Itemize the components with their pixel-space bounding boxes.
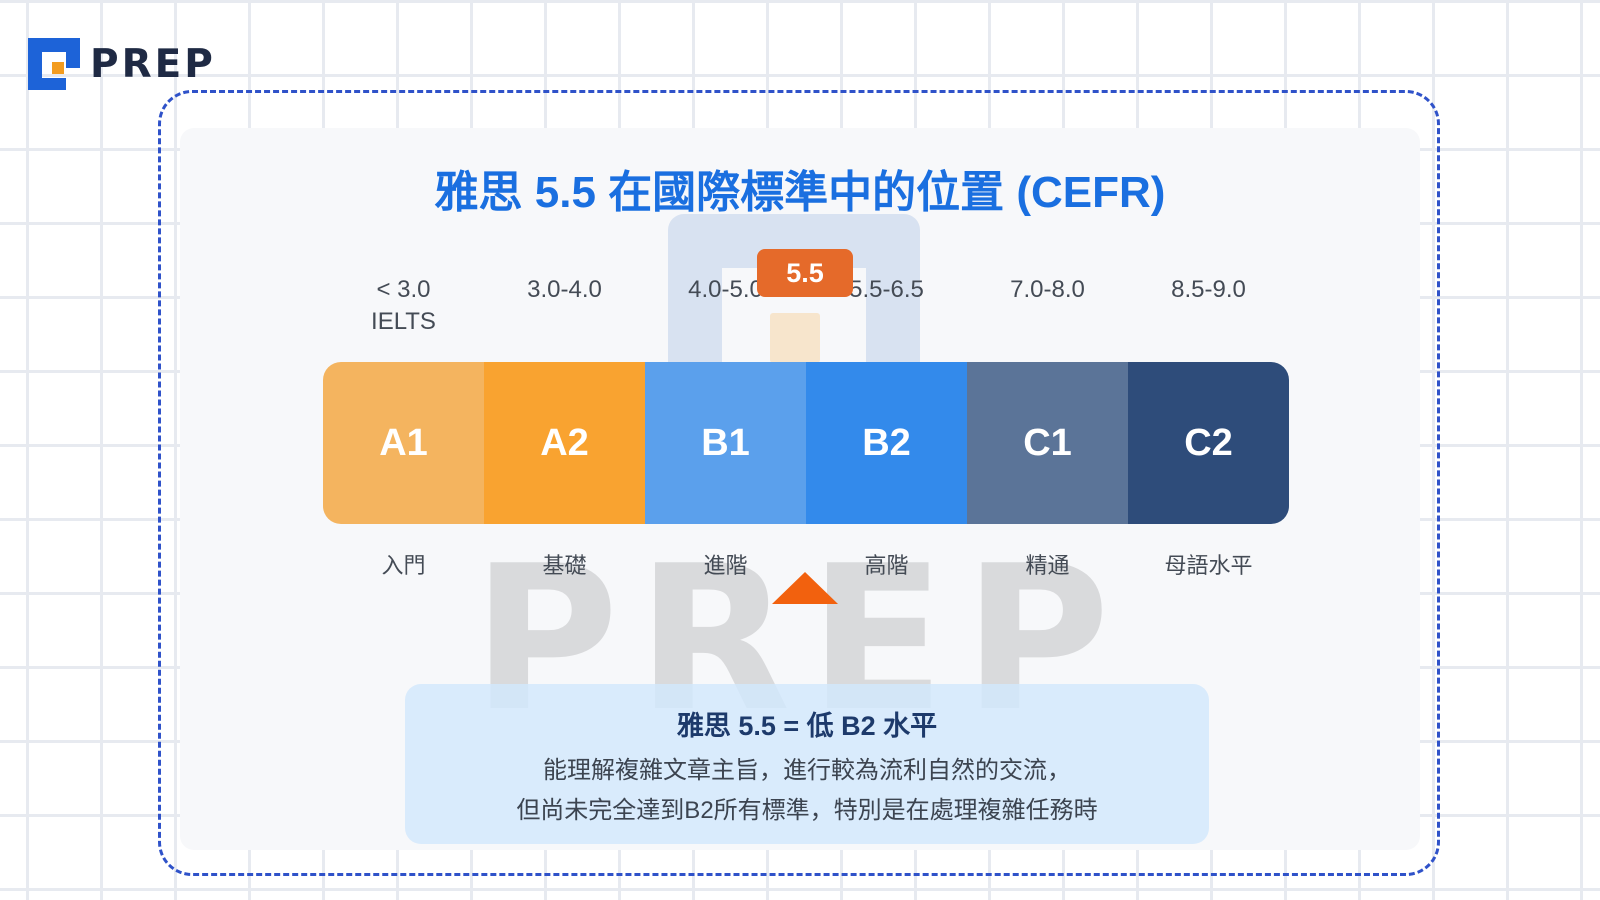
level-c1: C1 (967, 362, 1128, 524)
prep-logo: PREP (28, 38, 216, 90)
level-c2: C2 (1128, 362, 1289, 524)
level-name-c2: 母語水平 (1164, 553, 1253, 578)
logo-text: PREP (90, 41, 216, 87)
ielts-range-a1: < 3.0 IELTS (323, 274, 484, 338)
ielts-range-c2: 8.5-9.0 (1128, 274, 1289, 338)
page-title: 雅思 5.5 在國際標準中的位置 (CEFR) (434, 168, 1166, 217)
level-name-a2: 基礎 (542, 553, 587, 578)
ielts-range-unit: IELTS (371, 308, 436, 335)
ielts-range-a2: 3.0-4.0 (484, 274, 645, 338)
level-b2: B2 (806, 362, 967, 524)
summary-line: 能理解複雜文章主旨，進行較為流利自然的交流， (543, 757, 1071, 784)
level-a1: A1 (323, 362, 484, 524)
dashed-frame (158, 90, 1440, 876)
ielts-ranges: < 3.0 IELTS 3.0-4.0 4.0-5.0 5.5-6.5 7.0-… (323, 274, 1289, 338)
summary-title: 雅思 5.5 = 低 B2 水平 (676, 711, 938, 741)
ielts-range-value: < 3.0 (376, 276, 431, 303)
level-name-a1: 入門 (381, 553, 426, 578)
ielts-range-b1: 4.0-5.0 (645, 274, 806, 338)
ielts-range-value: 7.0-8.0 (1010, 276, 1085, 303)
ielts-range-value: 4.0-5.0 (688, 276, 763, 303)
position-arrow-icon (772, 572, 838, 604)
score-marker: 5.5 (757, 249, 853, 297)
cefr-level-bar: A1 A2 B1 B2 C1 C2 (323, 362, 1289, 524)
prep-logo-icon (28, 38, 80, 90)
ielts-range-b2: 5.5-6.5 (806, 274, 967, 338)
ielts-range-value: 8.5-9.0 (1171, 276, 1246, 303)
ielts-range-value: 3.0-4.0 (527, 276, 602, 303)
score-marker-tail (770, 313, 820, 363)
ielts-range-value: 5.5-6.5 (849, 276, 924, 303)
level-a2: A2 (484, 362, 645, 524)
level-b1: B1 (645, 362, 806, 524)
level-name-b2: 高階 (864, 553, 909, 578)
summary-box: 雅思 5.5 = 低 B2 水平 能理解複雜文章主旨，進行較為流利自然的交流， … (405, 684, 1209, 844)
summary-line: 但尚未完全達到B2所有標準，特別是在處理複雜任務時 (516, 797, 1098, 824)
level-name-b1: 進階 (703, 553, 748, 578)
ielts-range-c1: 7.0-8.0 (967, 274, 1128, 338)
level-descriptions: 入門 基礎 進階 高階 精通 母語水平 (323, 548, 1289, 580)
level-name-c1: 精通 (1025, 553, 1070, 578)
